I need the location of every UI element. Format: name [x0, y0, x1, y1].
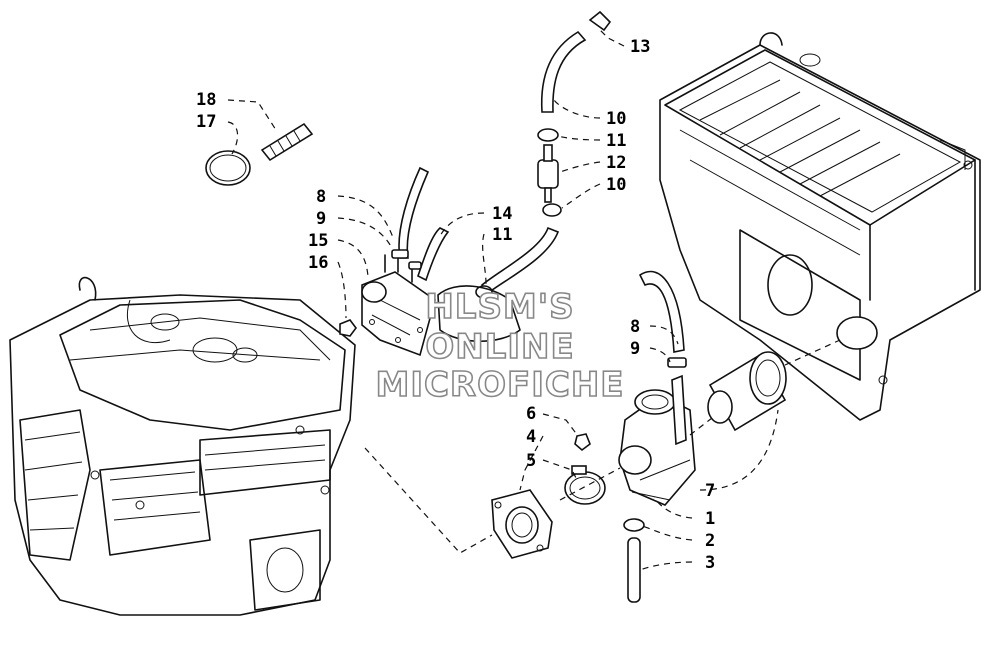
callout-3: 3	[705, 553, 715, 573]
watermark-line-3: MICROFICHE	[375, 365, 624, 405]
callout-16: 16	[308, 253, 328, 273]
callout-13: 13	[630, 37, 650, 57]
callout-10-lower: 10	[606, 175, 626, 195]
watermark-line-2: ONLINE	[425, 327, 574, 367]
watermark: HLSM'S ONLINE MICROFICHE	[375, 286, 625, 406]
engine-drawing	[9, 276, 356, 616]
callout-11-lower: 11	[492, 225, 512, 245]
callout-1: 1	[705, 509, 715, 529]
callout-17: 17	[196, 112, 216, 132]
fuel-line-drawing	[437, 10, 612, 343]
carburetor-drawing	[364, 270, 841, 603]
callout-14: 14	[492, 204, 512, 224]
fuel-pump-drawing	[339, 166, 450, 357]
callout-9-carb: 9	[630, 339, 640, 359]
leader-lines	[227, 29, 779, 571]
callout-18: 18	[196, 90, 216, 110]
watermark-line-1: HLSM'S	[425, 287, 574, 327]
clamp-ring-drawing	[205, 122, 314, 186]
callout-11-upper: 11	[606, 131, 626, 151]
callout-10-upper: 10	[606, 109, 626, 129]
callout-9-pump: 9	[316, 209, 326, 229]
callout-4: 4	[526, 427, 536, 447]
callout-2: 2	[705, 531, 715, 551]
airbox-drawing	[659, 32, 981, 421]
callouts: 18 17 8 9 15 16 14 11 13 10 11 12 10 6 4…	[196, 37, 715, 573]
callout-7: 7	[705, 481, 715, 501]
callout-6: 6	[526, 404, 536, 424]
callout-15: 15	[308, 231, 328, 251]
callout-8-carb: 8	[630, 317, 640, 337]
callout-8-pump: 8	[316, 187, 326, 207]
callout-5: 5	[526, 451, 536, 471]
callout-12: 12	[606, 153, 626, 173]
